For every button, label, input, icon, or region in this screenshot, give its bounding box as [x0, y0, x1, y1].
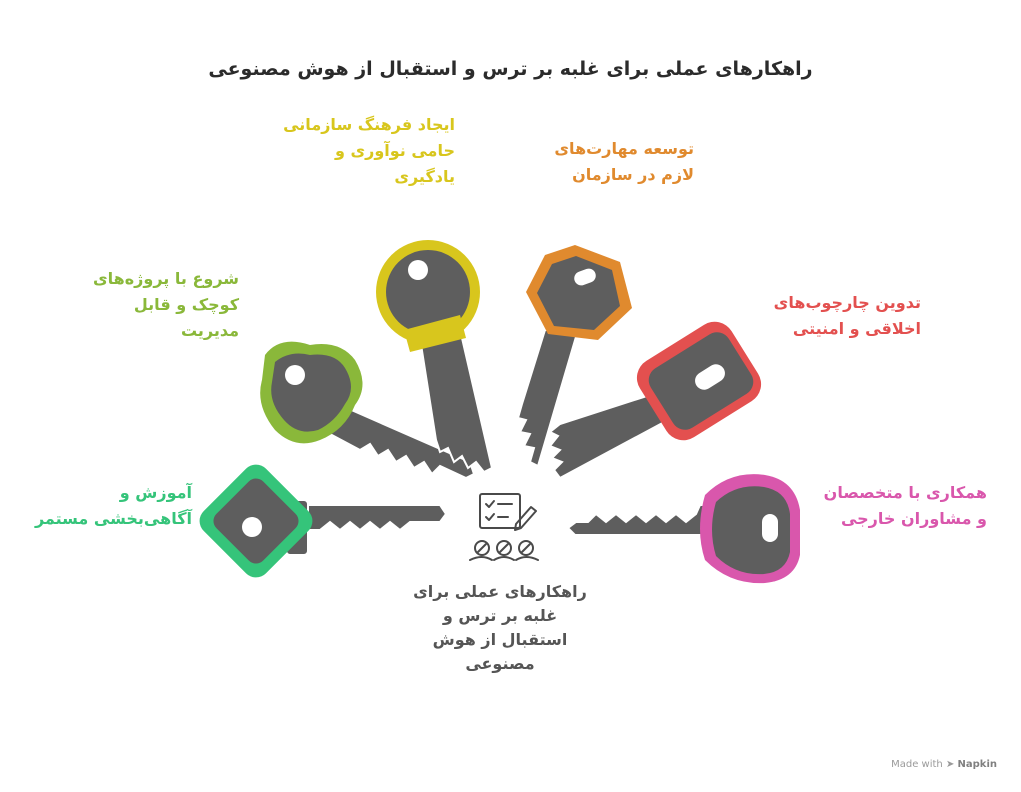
label-red-line1: تدوین چارچوب‌های	[773, 293, 921, 312]
key-pink-blade	[566, 504, 711, 536]
label-yellow-line3: یادگیری	[394, 167, 455, 186]
label-green-line1: آموزش و	[119, 483, 192, 502]
label-orange-line1: توسعه مهارت‌های	[554, 139, 694, 158]
label-green: آموزش و آگاهی‌بخشی مستمر	[35, 480, 192, 532]
key-lime-blade	[328, 403, 476, 480]
label-pink-line2: و مشاوران خارجی	[840, 509, 987, 528]
key-green-hole	[242, 517, 262, 537]
key-green	[199, 464, 448, 578]
key-yellow	[376, 240, 494, 474]
key-red-blade	[548, 393, 670, 480]
strategy-people-icon	[469, 493, 539, 561]
key-pink-hole	[762, 514, 778, 542]
key-orange-hole	[574, 268, 596, 286]
label-yellow-line2: حامی نوآوری و	[334, 141, 455, 160]
key-green-blade	[299, 504, 448, 532]
diagram-title: راهکارهای عملی برای غلبه بر ترس و استقبا…	[208, 58, 813, 80]
label-lime-line2: کوچک و قابل	[133, 295, 239, 314]
napkin-watermark[interactable]: Made with ➤ Napkin	[891, 759, 997, 770]
center-label: راهکارهای عملی برای غلبه بر ترس و استقبا…	[380, 580, 620, 676]
label-pink-line1: همکاری با متخصصان	[823, 483, 987, 502]
key-pink	[566, 474, 800, 584]
label-lime-line1: شروع با پروژه‌های	[92, 269, 239, 288]
key-yellow-collar	[404, 315, 466, 352]
label-orange: توسعه مهارت‌های لازم در سازمان	[554, 136, 694, 188]
key-pink-head	[712, 486, 790, 575]
key-yellow-head	[386, 250, 470, 334]
label-pink: همکاری با متخصصان و مشاوران خارجی	[824, 480, 987, 532]
watermark-brand: Napkin	[957, 759, 997, 770]
key-orange-head	[537, 256, 620, 330]
key-lime-hole	[285, 365, 305, 385]
napkin-logo-icon: ➤	[945, 759, 955, 770]
center-label-line1: راهکارهای عملی برای	[413, 582, 587, 601]
label-red-line2: اخلاقی و امنیتی	[792, 319, 921, 338]
label-yellow-line1: ایجاد فرهنگ سازمانی	[283, 115, 455, 134]
center-label-line4: مصنوعی	[465, 654, 535, 673]
label-orange-line2: لازم در سازمان	[572, 165, 694, 184]
key-yellow-hole	[408, 260, 428, 280]
key-lime	[260, 341, 476, 480]
key-yellow-blade	[418, 337, 494, 474]
key-orange-blade	[516, 329, 580, 468]
key-orange	[516, 245, 632, 468]
label-lime-line3: مدیریت	[180, 321, 239, 340]
center-label-line3: استقبال از هوش	[432, 630, 568, 649]
label-red: تدوین چارچوب‌های اخلاقی و امنیتی	[774, 290, 921, 342]
key-red-hole	[695, 364, 725, 390]
label-yellow: ایجاد فرهنگ سازمانی حامی نوآوری و یادگیر…	[283, 112, 455, 190]
label-green-line2: آگاهی‌بخشی مستمر	[34, 509, 192, 528]
center-label-line2: غلبه بر ترس و	[442, 606, 558, 625]
key-red	[548, 321, 762, 480]
label-lime: شروع با پروژه‌های کوچک و قابل مدیریت	[93, 266, 239, 344]
watermark-prefix: Made with	[891, 759, 943, 770]
